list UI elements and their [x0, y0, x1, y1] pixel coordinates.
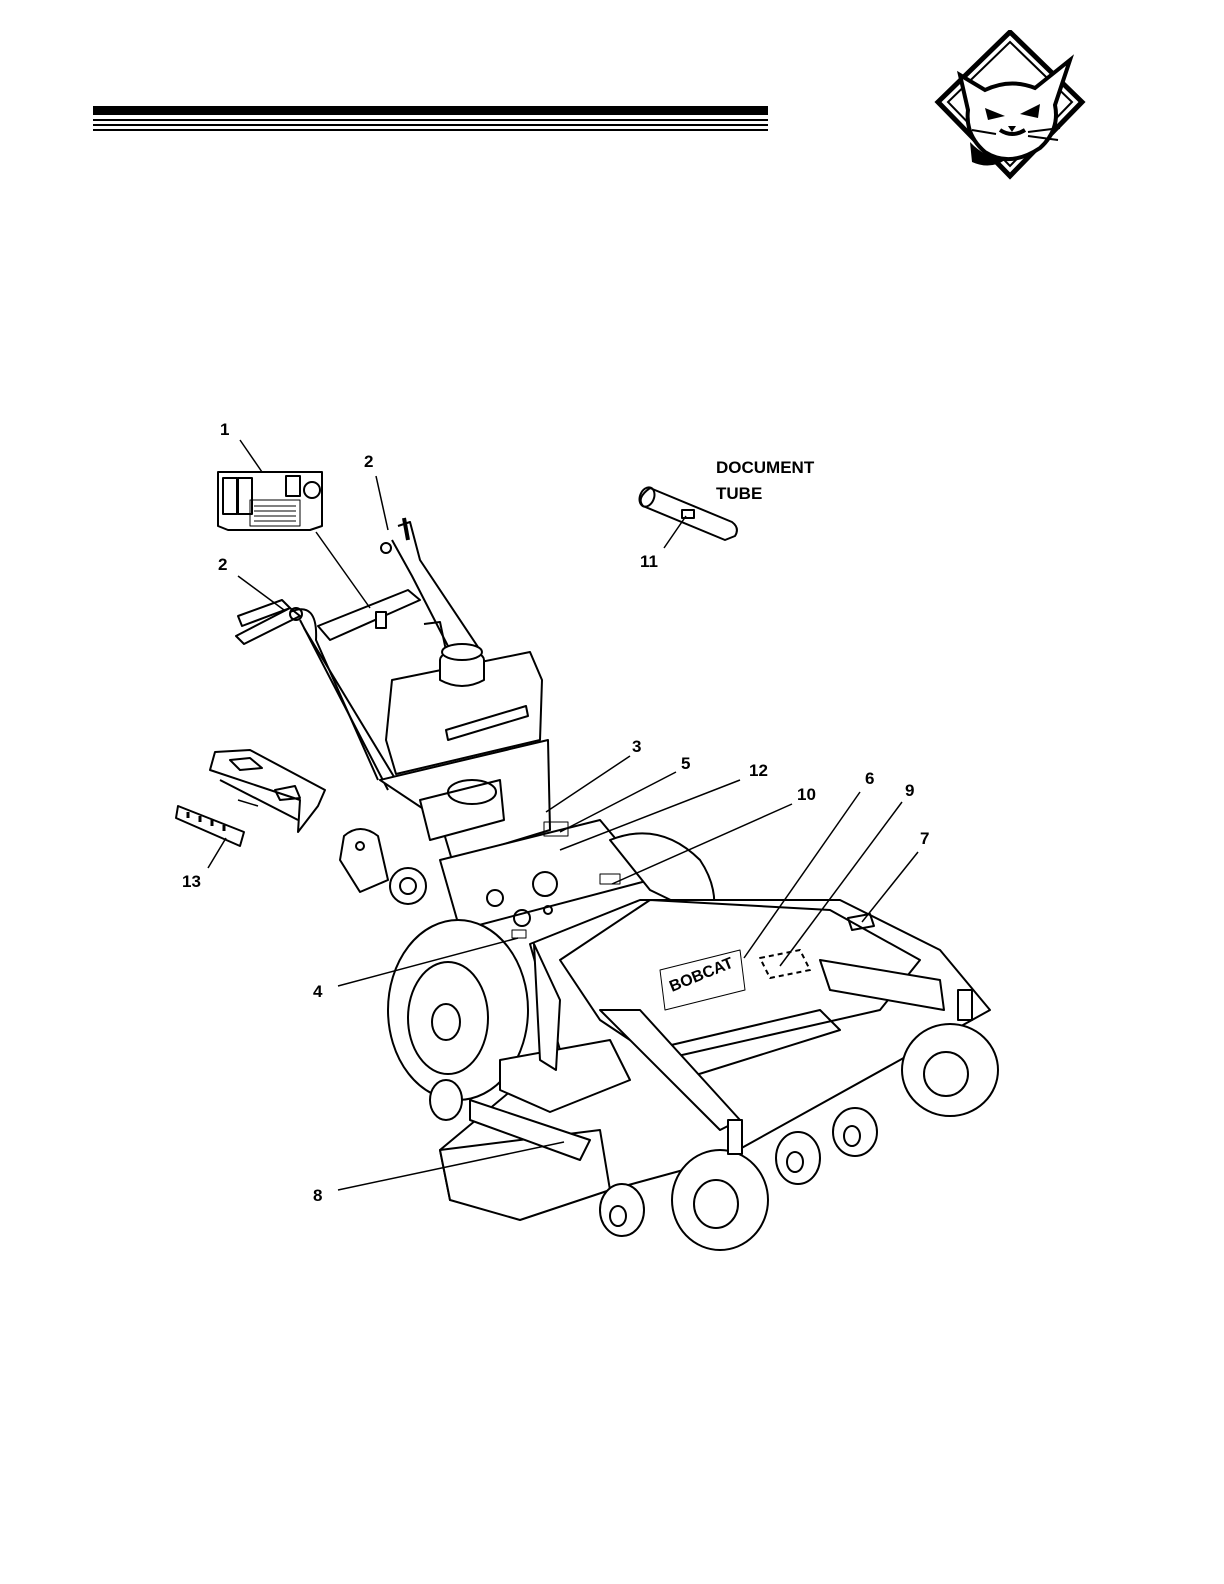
callout-9: 9: [905, 782, 914, 799]
callout-7: 7: [920, 830, 929, 847]
callout-5: 5: [681, 755, 690, 772]
callout-1: 1: [220, 421, 229, 438]
document-tube-label-line1: DOCUMENT: [716, 455, 814, 481]
document-tube-label-line2: TUBE: [716, 481, 814, 507]
caster-small-1: [833, 1108, 877, 1156]
callout-12: 12: [749, 762, 768, 779]
callout-11: 11: [640, 553, 658, 570]
callout-6: 6: [865, 770, 874, 787]
caster-small-3: [600, 1184, 644, 1236]
pulley-left: [340, 829, 426, 904]
callout-4: 4: [313, 983, 322, 1000]
caster-small-2: [776, 1132, 820, 1184]
callout-2-left-handle: 2: [218, 556, 227, 573]
callout-3: 3: [632, 738, 641, 755]
caster-small-4: [430, 1080, 462, 1120]
document-tube-label: DOCUMENT TUBE: [716, 455, 814, 507]
callout-2-right-handle: 2: [364, 453, 373, 470]
callout-8: 8: [313, 1187, 322, 1204]
callout-10: 10: [797, 786, 816, 803]
callout-13: 13: [182, 873, 201, 890]
decal-13-bracket: [176, 750, 325, 846]
decal-1-panel: [218, 472, 322, 530]
